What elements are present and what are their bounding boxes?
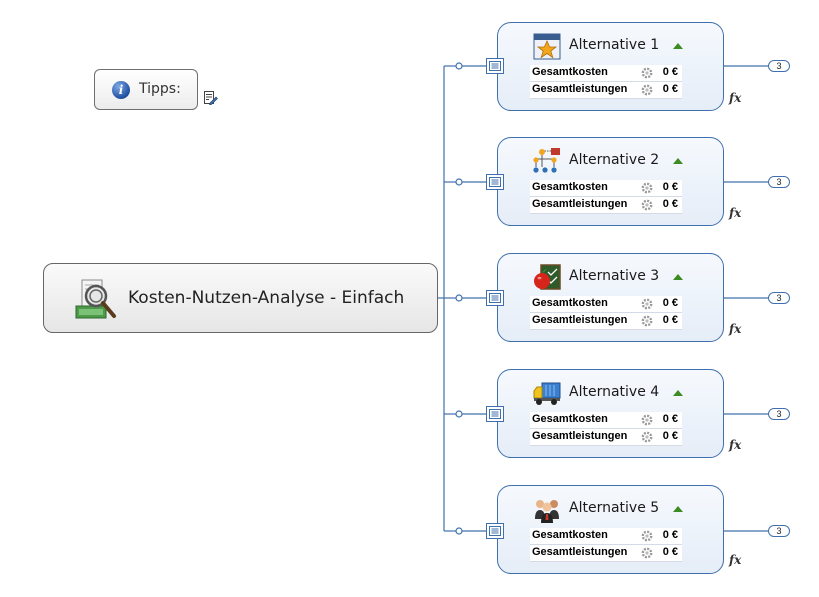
collapse-triangle-icon[interactable] bbox=[673, 390, 683, 396]
gear-icon bbox=[641, 315, 653, 327]
row-value: 0 € bbox=[662, 314, 678, 326]
gear-icon bbox=[641, 199, 653, 211]
row-label: Gesamtkosten bbox=[532, 297, 608, 309]
formula-icon[interactable]: fx bbox=[729, 322, 742, 336]
collapse-triangle-icon[interactable] bbox=[673, 506, 683, 512]
row-label: Gesamtkosten bbox=[532, 413, 608, 425]
org-chart-icon bbox=[533, 148, 560, 173]
row-value: 0 € bbox=[662, 66, 678, 78]
truck-icon bbox=[533, 382, 561, 405]
collapse-triangle-icon[interactable] bbox=[673, 274, 683, 280]
cost-row: Gesamtkosten 0 € bbox=[530, 65, 682, 82]
row-label: Gesamtleistungen bbox=[532, 83, 628, 95]
cost-row: Gesamtkosten 0 € bbox=[530, 180, 682, 197]
central-topic[interactable]: Kosten-Nutzen-Analyse - Einfach bbox=[43, 263, 438, 333]
apple-board-icon bbox=[534, 264, 561, 290]
benefit-row: Gesamtleistungen 0 € bbox=[530, 197, 682, 214]
topic-notes-icon[interactable] bbox=[486, 174, 504, 190]
collapsed-children-badge[interactable]: 3 bbox=[768, 292, 790, 304]
alternative-2-topic[interactable]: Alternative 2 Gesamtkosten 0 € Gesamtlei… bbox=[497, 137, 724, 226]
row-value: 0 € bbox=[662, 181, 678, 193]
row-value: 0 € bbox=[662, 430, 678, 442]
row-value: 0 € bbox=[662, 83, 678, 95]
cost-row: Gesamtkosten 0 € bbox=[530, 412, 682, 429]
collapsed-children-badge[interactable]: 3 bbox=[768, 176, 790, 188]
formula-icon[interactable]: fx bbox=[729, 91, 742, 105]
collapse-triangle-icon[interactable] bbox=[673, 158, 683, 164]
row-value: 0 € bbox=[662, 413, 678, 425]
gear-icon bbox=[641, 182, 653, 194]
topic-notes-icon[interactable] bbox=[486, 58, 504, 74]
alternative-title: Alternative 1 bbox=[569, 37, 660, 53]
collapsed-children-badge[interactable]: 3 bbox=[768, 408, 790, 420]
formula-icon[interactable]: fx bbox=[729, 553, 742, 567]
alternative-5-topic[interactable]: Alternative 5 Gesamtkosten 0 € Gesamtlei… bbox=[497, 485, 724, 574]
gear-icon bbox=[641, 84, 653, 96]
benefit-row: Gesamtleistungen 0 € bbox=[530, 82, 682, 99]
note-edit-icon[interactable] bbox=[203, 90, 218, 105]
row-value: 0 € bbox=[662, 297, 678, 309]
gear-icon bbox=[641, 67, 653, 79]
row-label: Gesamtleistungen bbox=[532, 546, 628, 558]
star-calendar-icon bbox=[533, 33, 561, 60]
cost-row: Gesamtkosten 0 € bbox=[530, 528, 682, 545]
row-label: Gesamtleistungen bbox=[532, 430, 628, 442]
alternative-title: Alternative 2 bbox=[569, 152, 660, 168]
alternative-1-topic[interactable]: Alternative 1 Gesamtkosten 0 € Gesamtlei… bbox=[497, 22, 724, 111]
cost-row: Gesamtkosten 0 € bbox=[530, 296, 682, 313]
topic-notes-icon[interactable] bbox=[486, 523, 504, 539]
team-icon bbox=[535, 500, 559, 523]
alternative-title: Alternative 3 bbox=[569, 268, 660, 284]
formula-icon[interactable]: fx bbox=[729, 206, 742, 220]
formula-icon[interactable]: fx bbox=[729, 438, 742, 452]
tips-topic[interactable]: i Tipps: bbox=[94, 69, 198, 110]
topic-notes-icon[interactable] bbox=[486, 406, 504, 422]
alternative-3-topic[interactable]: Alternative 3 Gesamtkosten 0 € Gesamtlei… bbox=[497, 253, 724, 342]
central-title: Kosten-Nutzen-Analyse - Einfach bbox=[128, 288, 405, 308]
row-value: 0 € bbox=[662, 198, 678, 210]
row-label: Gesamtleistungen bbox=[532, 314, 628, 326]
alternative-title: Alternative 4 bbox=[569, 384, 660, 400]
row-label: Gesamtleistungen bbox=[532, 198, 628, 210]
gear-icon bbox=[641, 298, 653, 310]
row-label: Gesamtkosten bbox=[532, 181, 608, 193]
benefit-row: Gesamtleistungen 0 € bbox=[530, 313, 682, 330]
row-value: 0 € bbox=[662, 546, 678, 558]
alternative-title: Alternative 5 bbox=[569, 500, 660, 516]
cost-benefit-icon bbox=[75, 279, 116, 319]
info-icon: i bbox=[112, 81, 130, 99]
gear-icon bbox=[641, 530, 653, 542]
tips-label: Tipps: bbox=[139, 81, 181, 97]
gear-icon bbox=[641, 414, 653, 426]
collapsed-children-badge[interactable]: 3 bbox=[768, 60, 790, 72]
benefit-row: Gesamtleistungen 0 € bbox=[530, 429, 682, 446]
gear-icon bbox=[641, 547, 653, 559]
benefit-row: Gesamtleistungen 0 € bbox=[530, 545, 682, 562]
row-label: Gesamtkosten bbox=[532, 66, 608, 78]
collapsed-children-badge[interactable]: 3 bbox=[768, 525, 790, 537]
row-value: 0 € bbox=[662, 529, 678, 541]
gear-icon bbox=[641, 431, 653, 443]
topic-notes-icon[interactable] bbox=[486, 290, 504, 306]
row-label: Gesamtkosten bbox=[532, 529, 608, 541]
alternative-4-topic[interactable]: Alternative 4 Gesamtkosten 0 € Gesamtlei… bbox=[497, 369, 724, 458]
collapse-triangle-icon[interactable] bbox=[673, 43, 683, 49]
